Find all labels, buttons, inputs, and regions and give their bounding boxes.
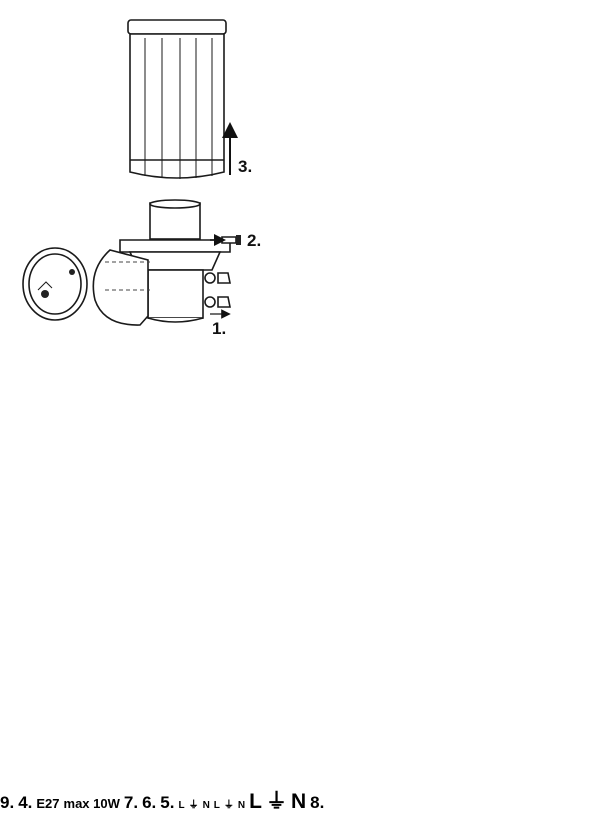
step-8-label: 8. [310,793,325,812]
screw-step2 [210,234,241,246]
diagram-canvas: 3. 2. 1. [22,19,261,338]
lamp-body-top-left [92,199,231,326]
panel-final-mount: 9. [0,793,18,812]
terminal-label-ground-bottom: ⏚ [223,800,234,811]
terminal-label-n-top: N [202,800,210,811]
step-5-label: 5. [160,793,175,812]
terminal-label-ground-top: ⏚ [188,800,199,811]
arrow-down-step8: 8. [310,793,325,812]
arrow-down-step7: 7. 6. 5. [123,793,179,812]
panel-disassembly: 3. 2. 1. [22,19,261,338]
terminal-label-n-bottom: N [237,800,246,811]
step-4-label: 4. [18,793,33,812]
terminal-detail: L ⏚ N L ⏚ N [178,795,249,812]
installation-diagram: 3. 2. 1. [22,19,262,338]
bulb-power-label: max 10W [63,796,120,811]
step-7-label: 7. [123,793,139,812]
step-1-label: 1. [212,319,226,338]
cable-label-ground: ⏚ [265,790,287,813]
step-9-label: 9. [0,793,15,812]
cable-label-l: L [249,790,262,813]
terminal-label-l-top: L [178,800,185,811]
step-2-label: 2. [247,231,261,250]
panel-shade-install: 8. [310,793,325,812]
cable-label-n: N [290,790,307,813]
terminal-label-l-bottom: L [213,800,220,811]
lamp-shade-top-left [127,19,227,179]
bulb-socket-label: E27 [36,796,60,811]
panel-wiring: 4. E27 max 10W 7. 6. [18,793,179,812]
cable-color-box: L ⏚ N [249,790,310,813]
step-6-label: 6. [142,793,157,812]
step-3-label: 3. [238,157,252,176]
mounting-plate-top-left [22,247,88,321]
nuts-step1 [204,272,231,319]
